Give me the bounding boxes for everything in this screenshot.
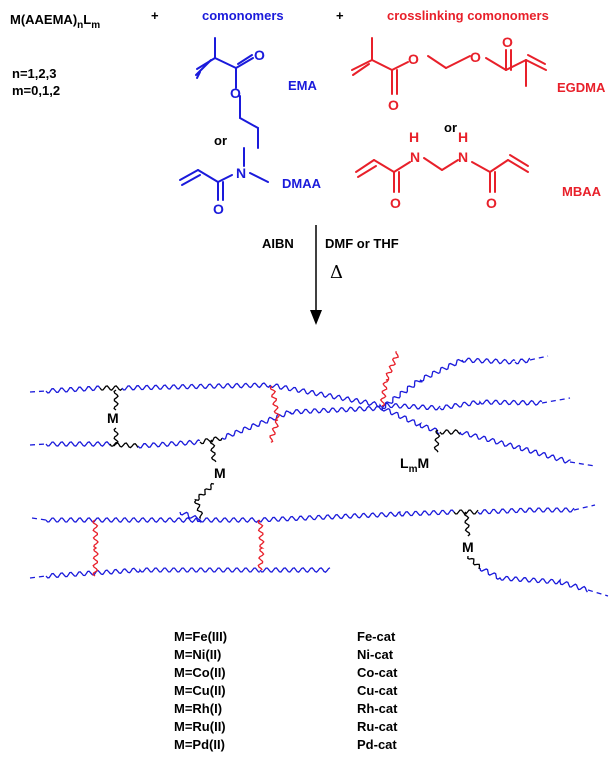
- m-values: m=0,1,2: [12, 83, 60, 98]
- chain-end-dash: [573, 504, 596, 511]
- catalyst-entry: Ru-cat: [357, 719, 398, 734]
- metal-entry: M=Ru(II): [174, 719, 226, 734]
- polymer-chain: [259, 567, 331, 573]
- chain-end-dash: [31, 517, 47, 521]
- metal-entry: M=Cu(II): [174, 683, 226, 698]
- metal-linker: [433, 429, 441, 453]
- metal-label-1: M: [107, 410, 119, 426]
- crosslink: [92, 519, 99, 577]
- or-separator-red: or: [444, 120, 457, 135]
- catalyst-entry: Pd-cat: [357, 737, 397, 752]
- catalyst-entry: Fe-cat: [357, 629, 396, 644]
- catalyst-legend: M=Fe(III) M=Ni(II) M=Co(II) M=Cu(II) M=R…: [174, 629, 398, 752]
- metal-entry: M=Pd(II): [174, 737, 225, 752]
- mbaa-nitrogen-2: N: [458, 149, 468, 165]
- ema-label: EMA: [288, 78, 318, 93]
- mbaa-hydrogen-2: H: [458, 129, 468, 145]
- catalyst-entry: Ni-cat: [357, 647, 394, 662]
- reaction-arrow: [310, 225, 322, 325]
- catalyst-entry: Cu-cat: [357, 683, 398, 698]
- polymer-chain: [45, 385, 101, 394]
- lm-m-label: LmM: [400, 455, 429, 475]
- crosslink: [269, 385, 281, 443]
- metal-linker: [467, 555, 481, 570]
- crosslink: [257, 519, 265, 571]
- initiator-label: AIBN: [262, 236, 294, 251]
- n-values: n=1,2,3: [12, 66, 56, 81]
- ema-carbonyl-oxygen: O: [254, 47, 265, 63]
- polymer-network: [29, 351, 609, 597]
- metal-entry: M=Co(II): [174, 665, 226, 680]
- comonomers-title: comonomers: [202, 8, 284, 23]
- dmaa-oxygen: O: [213, 201, 224, 217]
- ema-ester-oxygen: O: [230, 85, 241, 101]
- chain-end-dash: [569, 461, 596, 467]
- chain-end-dash: [587, 589, 609, 597]
- or-separator-blue: or: [214, 133, 227, 148]
- egdma-oxygen-1: O: [408, 51, 419, 67]
- polymer-chain: [477, 507, 575, 515]
- chain-end-dash: [29, 443, 47, 446]
- dmaa-label: DMAA: [282, 176, 322, 191]
- metal-entry: M=Fe(III): [174, 629, 227, 644]
- egdma-oxygen-4: O: [502, 34, 513, 50]
- polymer-chain: [109, 441, 139, 449]
- mbaa-nitrogen-1: N: [410, 149, 420, 165]
- polymer-chain: [453, 509, 479, 515]
- egdma-structure: [351, 37, 547, 95]
- metal-linker: [193, 482, 215, 519]
- reactant-header: M(AAEMA)nLm + comonomers + crosslinking …: [10, 8, 549, 98]
- metal-label-2: M: [214, 465, 226, 481]
- metal-linker: [113, 389, 119, 411]
- polymer-chain: [439, 429, 461, 435]
- polymer-chain: [257, 509, 455, 523]
- polymer-chain: [137, 439, 201, 449]
- chain-end-dash: [529, 355, 549, 361]
- chain-end-dash: [29, 575, 47, 579]
- monomer-formula: M(AAEMA)nLm: [10, 12, 100, 31]
- polymer-chain: [459, 430, 571, 464]
- egdma-label: EGDMA: [557, 80, 606, 95]
- egdma-oxygen-2: O: [470, 49, 481, 65]
- ema-structure: [195, 37, 259, 149]
- polymer-chain: [381, 357, 516, 410]
- metal-label-3: M: [462, 539, 474, 555]
- polymer-chain: [199, 436, 223, 445]
- mbaa-hydrogen-1: H: [409, 129, 419, 145]
- chain-end-dash: [29, 390, 47, 393]
- dmaa-structure: [179, 147, 269, 201]
- polymer-chain: [439, 399, 543, 411]
- plus-sign-1: +: [151, 8, 159, 23]
- polymer-chain: [179, 511, 200, 523]
- crosslinking-title: crosslinking comonomers: [387, 8, 549, 23]
- polymer-chain: [121, 382, 441, 411]
- mbaa-oxygen-1: O: [390, 195, 401, 211]
- dmaa-nitrogen: N: [236, 165, 246, 181]
- metal-entry: M=Ni(II): [174, 647, 221, 662]
- metal-linker: [113, 427, 119, 447]
- metal-linker: [209, 439, 217, 463]
- solvent-label: DMF or THF: [325, 236, 399, 251]
- heat-symbol: Δ: [330, 262, 343, 283]
- chain-end-dash: [541, 397, 571, 404]
- polymer-chain: [479, 567, 588, 593]
- metal-linker: [463, 511, 471, 537]
- mbaa-label: MBAA: [562, 184, 602, 199]
- crosslink: [379, 351, 399, 407]
- polymer-chain: [45, 516, 259, 524]
- catalyst-entry: Co-cat: [357, 665, 398, 680]
- metal-entry: M=Rh(I): [174, 701, 222, 716]
- mbaa-oxygen-2: O: [486, 195, 497, 211]
- plus-sign-2: +: [336, 8, 344, 23]
- polymer-chain: [221, 405, 383, 440]
- mbaa-structure: [355, 154, 529, 193]
- polymer-chain: [514, 357, 531, 365]
- egdma-oxygen-3: O: [388, 97, 399, 113]
- polymer-chain: [99, 385, 123, 391]
- polymer-chain: [45, 567, 260, 579]
- catalyst-entry: Rh-cat: [357, 701, 398, 716]
- polymer-chain: [45, 441, 111, 447]
- polymer-chain: [381, 407, 440, 435]
